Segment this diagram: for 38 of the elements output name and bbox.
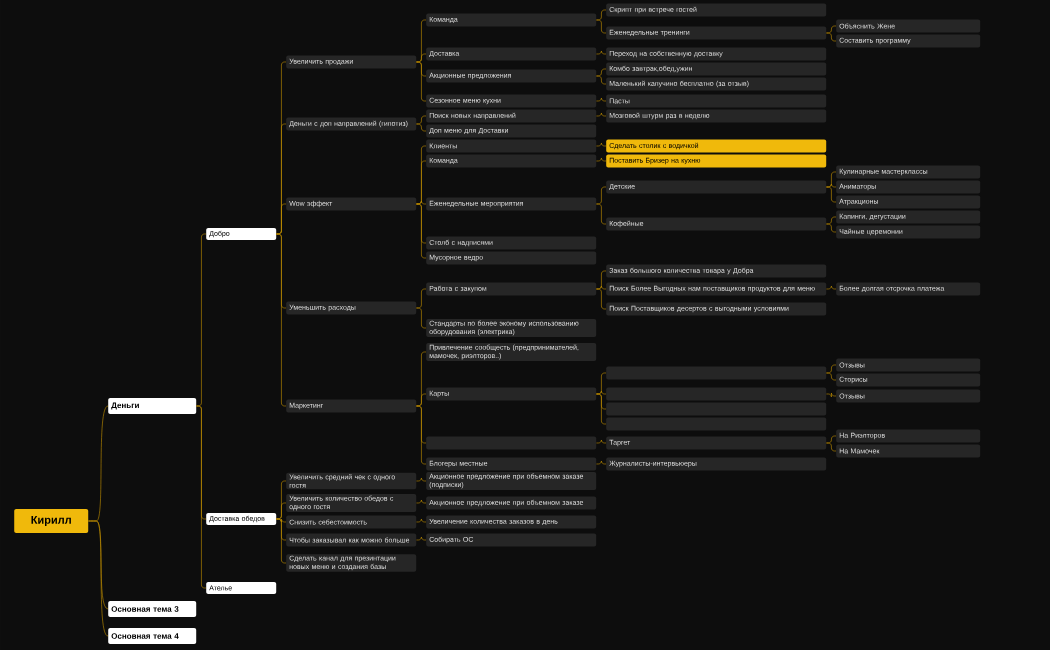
connector: [88, 520, 109, 637]
connector: [416, 499, 427, 504]
connector: [826, 186, 837, 203]
connector: [596, 460, 607, 465]
connector: [596, 439, 607, 444]
connector: [596, 50, 607, 55]
connector: [276, 518, 287, 564]
connector: [826, 285, 837, 290]
empty-box: [606, 402, 827, 416]
connector: [416, 536, 427, 541]
connector: [416, 203, 427, 259]
connector: [596, 112, 607, 117]
connector: [196, 405, 207, 589]
connector: [276, 233, 287, 407]
connector: [416, 477, 427, 482]
connector: [596, 75, 607, 85]
root-topic-box: Кирилл: [14, 509, 89, 533]
connector: [596, 97, 607, 102]
connector: [826, 372, 837, 381]
empty-box: [426, 436, 597, 450]
empty-box: [606, 366, 827, 380]
connector: [596, 157, 607, 162]
connector: [416, 307, 427, 329]
connector: [596, 142, 607, 147]
connector: [596, 203, 607, 225]
connector: [416, 405, 427, 465]
connector: [596, 288, 607, 310]
connector: [826, 32, 837, 42]
connector: [416, 123, 427, 132]
connector: [596, 393, 607, 425]
connector: [826, 442, 837, 452]
connector: [416, 518, 427, 523]
empty-box: [606, 387, 827, 401]
connector: [826, 223, 837, 233]
connector: [826, 392, 837, 398]
connector: [596, 19, 607, 34]
empty-box: [606, 417, 827, 431]
connector: [416, 61, 427, 102]
